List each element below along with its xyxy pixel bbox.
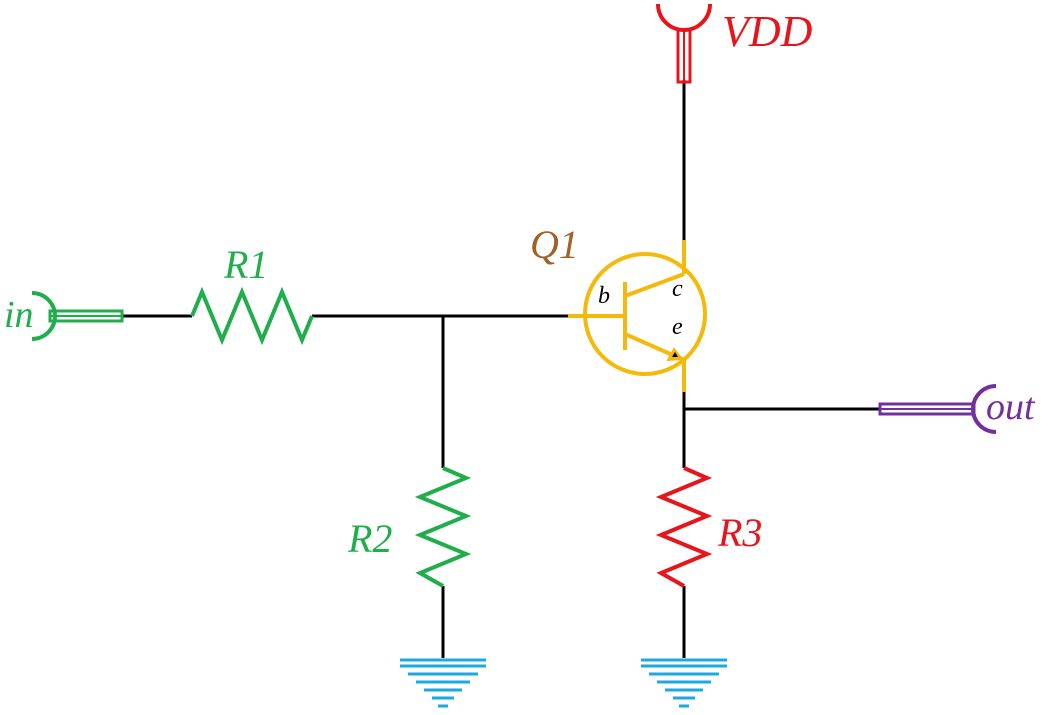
resistor-r2: R2: [347, 466, 472, 588]
q1-collector-lead: [624, 272, 685, 298]
r1-label: R1: [223, 242, 268, 287]
ground-r3: [641, 658, 727, 708]
r3-zigzag: [655, 466, 713, 588]
transistor-q1: Q1 b c e: [530, 222, 707, 392]
input-terminal: in: [4, 291, 124, 341]
output-terminal: out: [878, 384, 1036, 434]
q1-base-label: b: [598, 283, 610, 309]
ground-r2: [400, 658, 486, 708]
ground-icon: [641, 658, 727, 708]
input-label: in: [4, 294, 34, 336]
ground-icon: [400, 658, 486, 708]
r1-zigzag: [190, 286, 314, 346]
resistor-r1: R1: [190, 242, 314, 346]
q1-label: Q1: [530, 222, 579, 267]
r3-label: R3: [717, 510, 762, 555]
resistor-r3: R3: [655, 466, 762, 588]
r2-zigzag: [414, 466, 472, 588]
q1-emitter-label: e: [672, 314, 683, 340]
output-terminal-cup: [971, 384, 997, 434]
r2-label: R2: [347, 516, 392, 561]
vdd-label: VDD: [722, 7, 813, 56]
output-label: out: [986, 386, 1036, 428]
vdd-terminal: VDD: [656, 3, 813, 84]
vdd-terminal-cup: [656, 3, 712, 32]
q1-emitter-arrow-core-icon: [672, 352, 678, 357]
q1-collector-label: c: [672, 276, 683, 302]
wires: [122, 80, 880, 658]
